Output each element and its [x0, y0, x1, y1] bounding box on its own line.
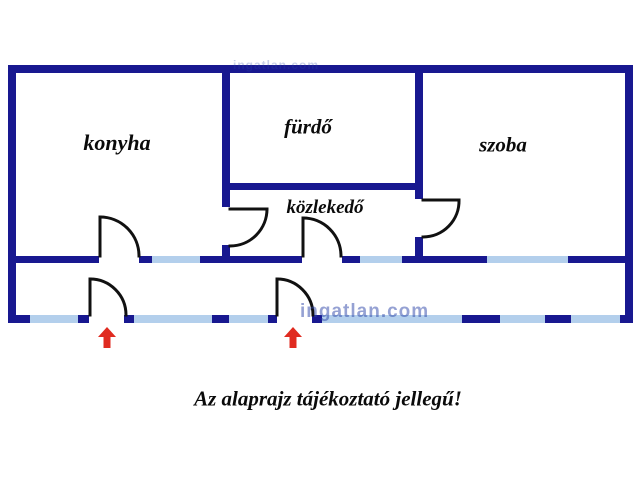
- door-arc-kozlekedo-corridor: [301, 216, 343, 258]
- wall-kozlekedo-szoba-stub: [415, 237, 423, 263]
- door-arc-entrance-left: [88, 277, 128, 317]
- door-arc-kozlekedo-szoba: [421, 198, 461, 239]
- wall-konyha-kozlekedo-stub: [222, 245, 230, 263]
- window-segment: [322, 315, 462, 323]
- wall-segment: [620, 315, 633, 323]
- window-segment: [360, 256, 402, 263]
- wall-segment: [124, 315, 134, 323]
- wall-right: [625, 65, 633, 322]
- wall-segment: [545, 315, 571, 323]
- caption: Az alaprajz tájékoztató jellegű!: [194, 386, 462, 411]
- wall-segment: [342, 256, 360, 263]
- wall-segment: [402, 256, 487, 263]
- wall-segment: [462, 315, 500, 323]
- window-segment: [152, 256, 200, 263]
- room-label-szoba: szoba: [479, 132, 527, 157]
- window-segment: [500, 315, 545, 323]
- door-arc-konyha-kozlekedo: [228, 207, 269, 248]
- room-label-furdo: fürdő: [284, 114, 332, 139]
- room-label-kozlekedo: közlekedő: [286, 197, 364, 218]
- wall-segment: [78, 315, 89, 323]
- window-segment: [571, 315, 620, 323]
- wall-furdo-szoba: [415, 65, 423, 199]
- wall-segment: [568, 256, 633, 263]
- door-arc-konyha-corridor: [98, 215, 141, 258]
- wall-segment: [8, 256, 99, 263]
- wall-segment: [268, 315, 277, 323]
- wall-left: [8, 65, 16, 322]
- window-segment: [229, 315, 268, 323]
- wall-konyha-furdo: [222, 65, 230, 207]
- wall-segment: [200, 256, 302, 263]
- watermark: ingatlan.com: [300, 301, 430, 322]
- wall-segment: [312, 315, 322, 323]
- wall-segment: [212, 315, 229, 323]
- entrance-arrow-icon: [284, 327, 302, 348]
- watermark: ingatlan.com: [233, 58, 320, 72]
- window-segment: [30, 315, 78, 323]
- wall-top: [8, 65, 633, 73]
- door-arc-entrance-right: [275, 277, 315, 317]
- window-segment: [134, 315, 212, 323]
- window-segment: [487, 256, 568, 263]
- room-label-konyha: konyha: [83, 130, 151, 155]
- entrance-arrow-icon: [98, 327, 116, 348]
- wall-furdo-bottom: [222, 183, 423, 190]
- wall-segment: [139, 256, 152, 263]
- wall-segment: [8, 315, 30, 323]
